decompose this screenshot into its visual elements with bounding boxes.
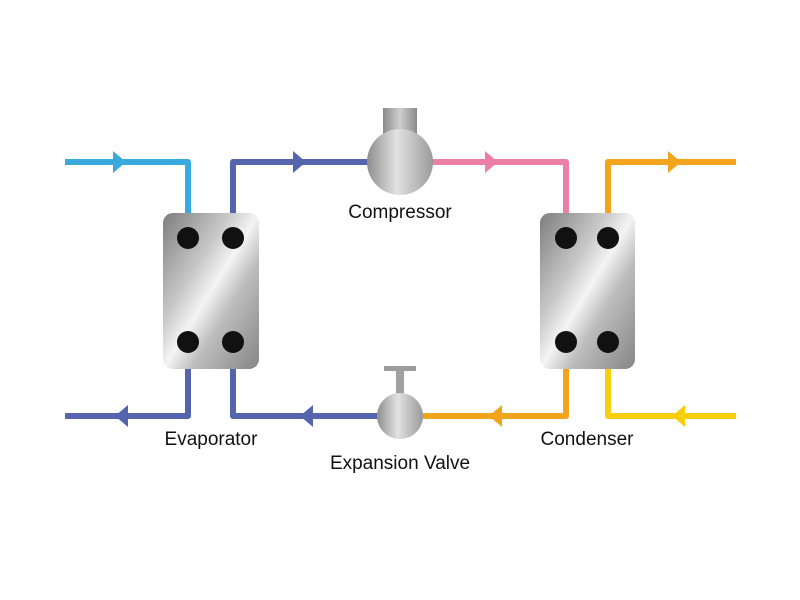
evaporator-body (163, 213, 259, 369)
flow-arrow-icon (489, 405, 502, 427)
evaporator-label: Evaporator (165, 429, 259, 450)
expansion-valve-label: Expansion Valve (330, 453, 470, 474)
port-icon (222, 227, 244, 249)
chilled-water-inlet-pipe (65, 159, 191, 238)
port-icon (597, 227, 619, 249)
port-icon (555, 331, 577, 353)
condenser-water-outlet-pipe (605, 159, 736, 238)
valve-stem (396, 370, 404, 396)
valve-body (377, 393, 423, 439)
flow-arrow-icon (668, 151, 681, 173)
port-icon (555, 227, 577, 249)
compressor (367, 108, 433, 195)
condenser (540, 213, 635, 369)
condenser-label: Condenser (541, 429, 635, 450)
port-icon (222, 331, 244, 353)
evaporator (163, 213, 259, 369)
port-icon (597, 331, 619, 353)
flow-arrow-icon (300, 405, 313, 427)
port-icon (177, 227, 199, 249)
evaporator-to-compressor-pipe (230, 159, 372, 238)
flow-arrow-icon (115, 405, 128, 427)
compressor-body (367, 129, 433, 195)
flow-arrow-icon (113, 151, 126, 173)
flow-arrow-icon (672, 405, 685, 427)
flow-arrow-icon (293, 151, 306, 173)
compressor-label: Compressor (348, 202, 452, 223)
port-icon (177, 331, 199, 353)
compressor-to-condenser-pipe (428, 159, 569, 238)
flow-arrow-icon (485, 151, 498, 173)
flow-arrows (113, 151, 685, 427)
valve-handle (384, 366, 416, 371)
expansion-valve (377, 366, 423, 439)
condenser-body (540, 213, 635, 369)
